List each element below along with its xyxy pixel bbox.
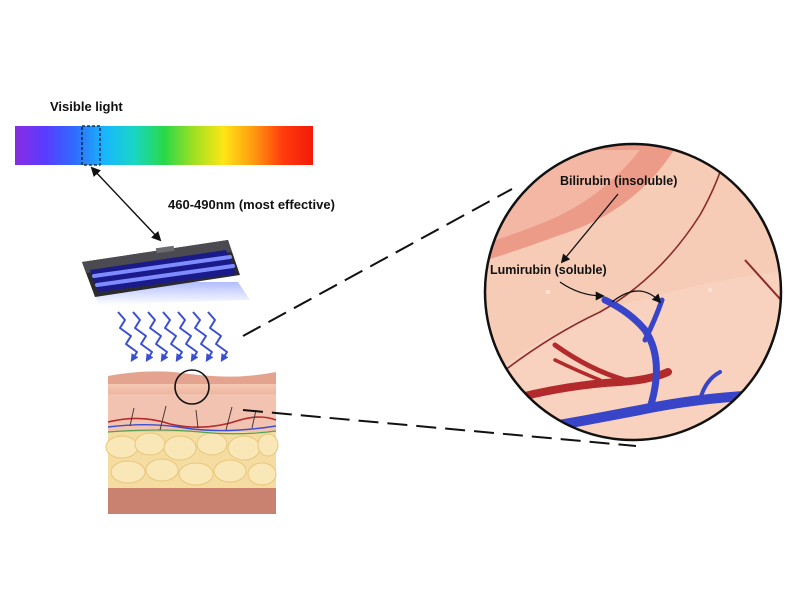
bilirubin-label: Bilirubin (insoluble) <box>560 174 678 188</box>
lumirubin-label: Lumirubin (soluble) <box>490 263 607 277</box>
absorption-arrow-2 <box>611 290 662 304</box>
spectrum-bar <box>15 126 313 165</box>
phototherapy-lamp-icon <box>82 240 250 305</box>
visible-spectrum <box>15 125 313 166</box>
wavelength-pointer-arrow <box>90 166 162 242</box>
light-ray <box>132 311 154 363</box>
wavelength-range-label: 460-490nm (most effective) <box>168 197 335 212</box>
spectrum-highlight-box <box>81 125 101 166</box>
conversion-arrow <box>560 193 619 264</box>
zoom-projection-lines <box>242 188 637 447</box>
light-ray <box>162 311 184 363</box>
light-ray <box>192 311 214 363</box>
magnified-region-marker <box>174 369 210 405</box>
light-ray <box>177 311 199 363</box>
light-rays <box>117 311 229 363</box>
light-ray <box>207 311 229 363</box>
skin-cross-section-icon <box>105 369 279 514</box>
visible-light-label: Visible light <box>50 99 123 114</box>
absorption-arrow-1 <box>559 281 605 301</box>
light-ray <box>147 311 169 363</box>
light-ray <box>117 311 139 363</box>
